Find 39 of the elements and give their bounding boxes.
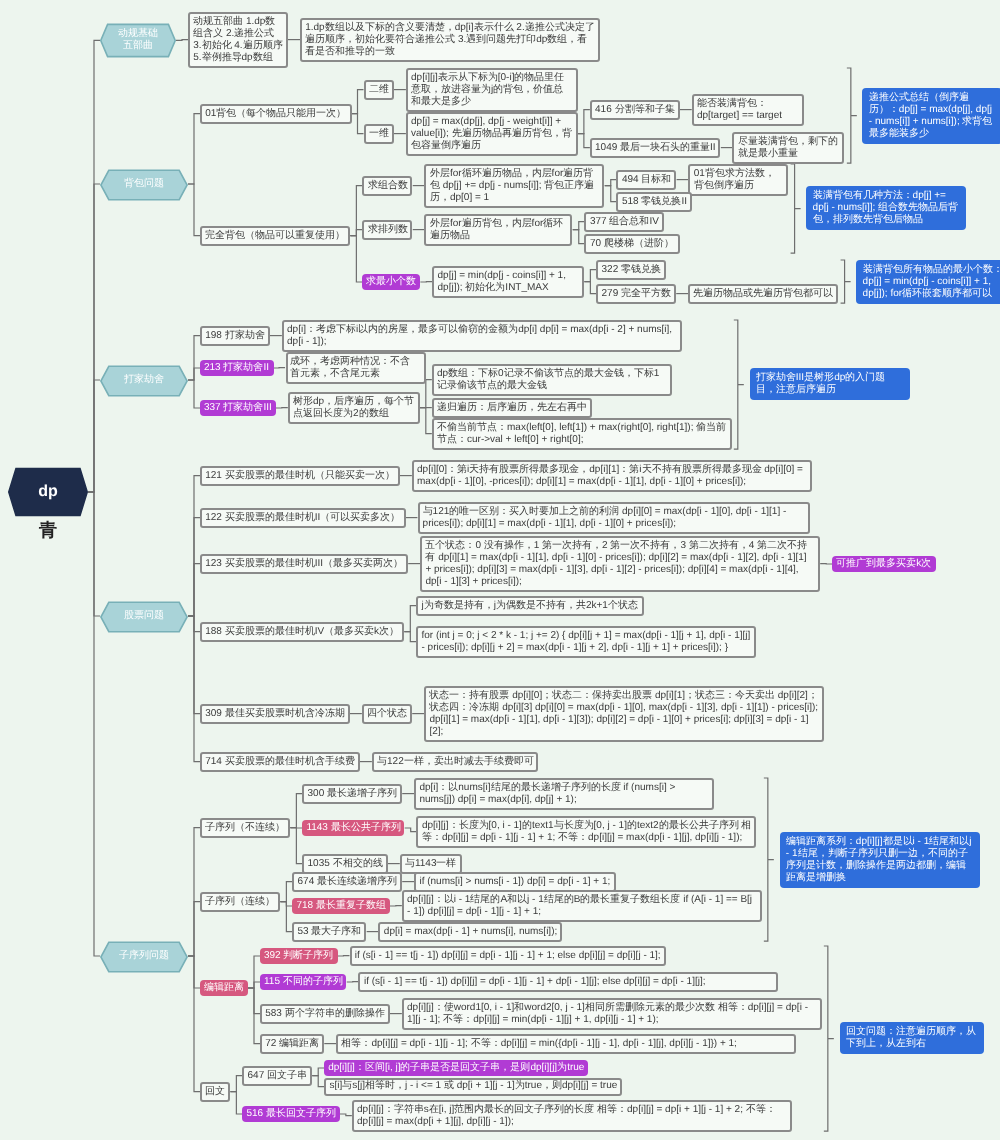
connector-line — [279, 901, 293, 933]
connector-line — [350, 113, 365, 135]
connector-line — [187, 955, 201, 1093]
root-hexagon: dp — [8, 468, 88, 516]
connector-line — [311, 1075, 325, 1088]
connector-line — [187, 379, 201, 409]
connector-line — [577, 133, 591, 149]
root-title: 青 — [37, 520, 59, 542]
connector-line — [577, 109, 591, 135]
connector-line — [419, 379, 433, 409]
connector-line — [389, 905, 403, 907]
connector-line — [289, 827, 303, 865]
connector-line — [229, 1091, 243, 1115]
connector-line — [275, 407, 289, 409]
connector-line — [187, 615, 201, 763]
connector-line — [187, 183, 201, 237]
connector-line — [339, 1113, 353, 1117]
connector-line — [187, 367, 201, 381]
connector-line — [187, 901, 201, 957]
connector-line — [583, 281, 597, 295]
connector-line — [404, 827, 418, 833]
connector-line — [403, 631, 417, 643]
connector-line — [819, 563, 833, 565]
connector-line — [419, 281, 433, 283]
connector-line — [187, 563, 201, 617]
connector-line — [604, 185, 618, 203]
connector-line — [572, 221, 586, 231]
connector-line — [336, 955, 351, 957]
connector-line — [87, 491, 101, 957]
connector-line — [346, 981, 360, 983]
connector-line — [419, 407, 433, 435]
connector-line — [175, 39, 189, 42]
connector-line — [187, 113, 201, 185]
connector-line — [349, 235, 363, 283]
connector-line — [572, 229, 586, 245]
connector-line — [272, 367, 286, 369]
connector-line — [87, 379, 101, 493]
connector-line — [247, 981, 261, 989]
connector-line — [247, 987, 261, 1045]
